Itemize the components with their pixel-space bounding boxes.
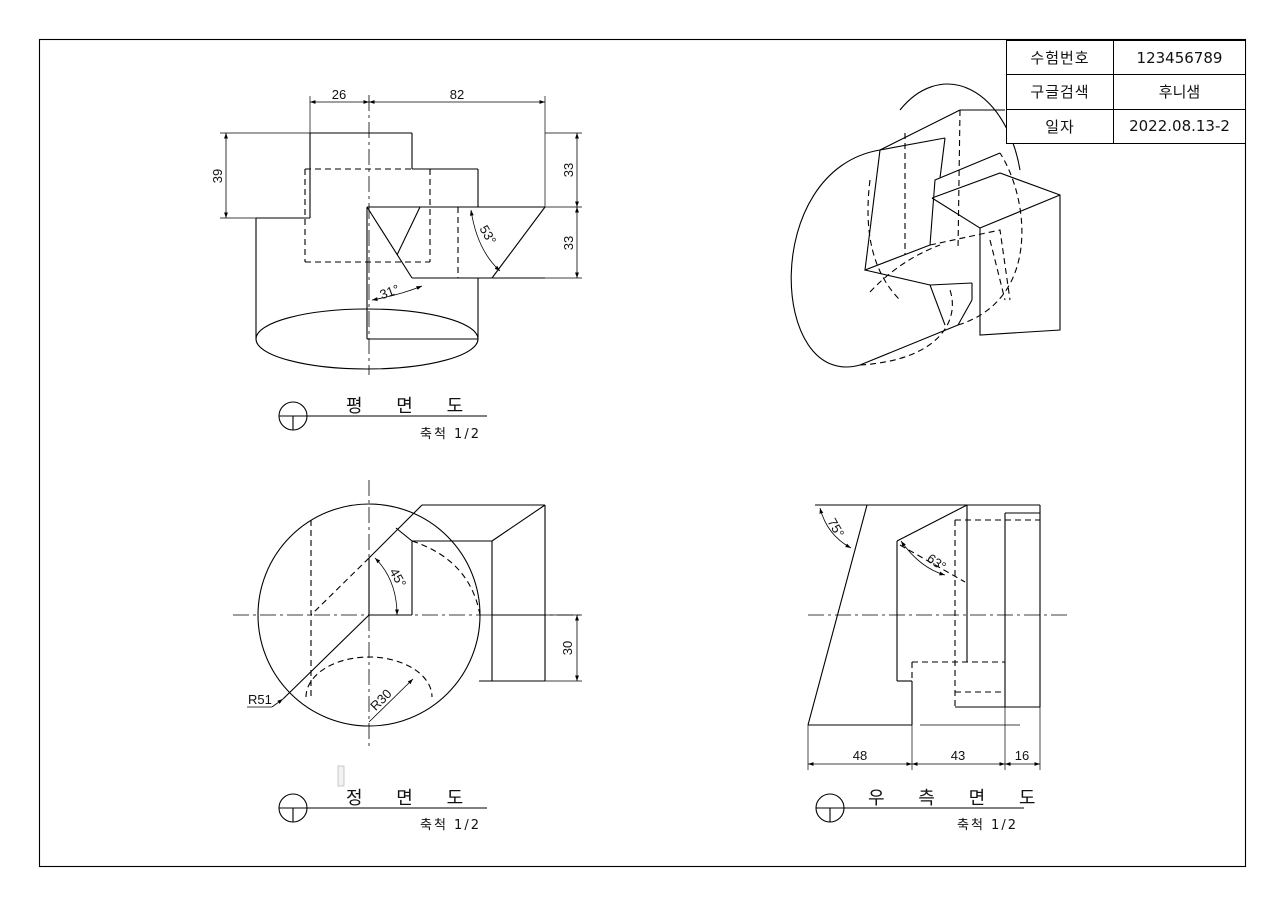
title-block-row: 수험번호 123456789 xyxy=(1006,39,1246,76)
dim-30: 30 xyxy=(560,641,575,655)
angle-75: 75° xyxy=(824,515,847,540)
title-block-key: 수험번호 xyxy=(1006,39,1114,76)
dim-33-lower: 33 xyxy=(561,236,576,250)
plan-view-scale: 축척 1/2 xyxy=(420,427,481,442)
title-block: 수험번호 123456789 구글검색 후니샘 일자 2022.08.13-2 xyxy=(1006,39,1246,145)
right-side-view xyxy=(807,504,1068,770)
right-view-scale: 축척 1/2 xyxy=(957,818,1018,833)
right-view-title: 우 측 면 도 xyxy=(868,788,1050,809)
radius-51: R51 xyxy=(248,692,272,707)
sheet-border xyxy=(38,38,1247,868)
plan-view-title: 평 면 도 xyxy=(346,396,478,417)
dim-26: 26 xyxy=(332,87,346,102)
title-block-value: 2022.08.13-2 xyxy=(1113,108,1246,145)
title-block-key: 구글검색 xyxy=(1006,74,1114,110)
dim-33-upper: 33 xyxy=(561,163,576,177)
dim-39: 39 xyxy=(210,169,225,183)
title-block-value: 123456789 xyxy=(1113,39,1246,76)
front-view xyxy=(233,480,584,750)
angle-31: 31° xyxy=(378,281,402,302)
dim-48: 48 xyxy=(853,748,867,763)
angle-53: 53° xyxy=(476,222,499,247)
title-block-row: 구글검색 후니샘 xyxy=(1006,74,1246,110)
title-block-value: 후니샘 xyxy=(1113,74,1246,110)
dim-82: 82 xyxy=(450,87,464,102)
isometric-view xyxy=(790,83,1061,368)
plan-view xyxy=(220,95,582,375)
cursor-mark xyxy=(337,765,345,787)
front-title-symbol xyxy=(278,793,487,823)
plan-cylinder-ellipse xyxy=(255,308,479,370)
right-title-symbol xyxy=(815,793,1024,823)
front-view-scale: 축척 1/2 xyxy=(420,818,481,833)
dim-16: 16 xyxy=(1015,748,1029,763)
title-block-key: 일자 xyxy=(1006,108,1114,145)
front-view-title: 정 면 도 xyxy=(346,788,478,809)
radius-30: R30 xyxy=(367,686,394,713)
plan-title-symbol xyxy=(278,401,487,431)
title-block-row: 일자 2022.08.13-2 xyxy=(1006,108,1246,145)
angle-45: 45° xyxy=(386,565,409,590)
dim-43: 43 xyxy=(951,748,965,763)
